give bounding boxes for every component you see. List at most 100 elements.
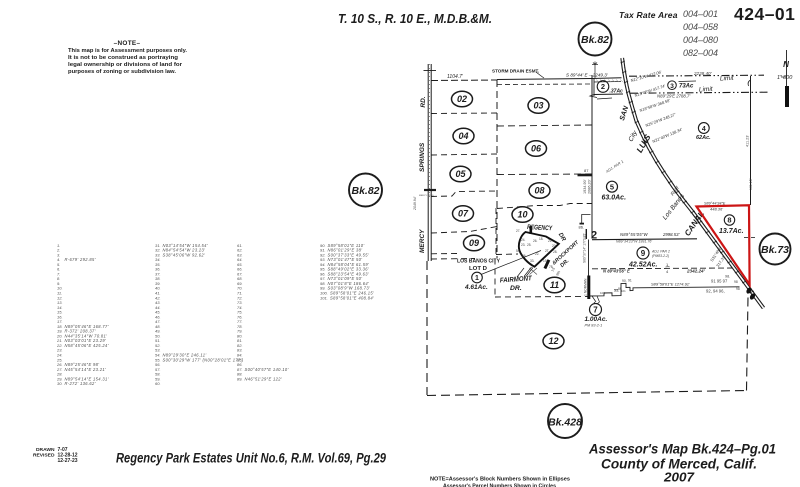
svg-text:70.: 70. [237, 286, 243, 291]
svg-text:7: 7 [593, 306, 598, 315]
svg-text:S89°58'01″E 110': S89°58'01″E 110' [328, 243, 365, 248]
svg-text:91.: 91. [320, 248, 326, 253]
svg-text:S38°45'06″W 92.62': S38°45'06″W 92.62' [163, 252, 206, 257]
svg-text:MERCY: MERCY [419, 229, 426, 253]
svg-text:33.: 33. [530, 259, 535, 263]
svg-text:39.: 39. [155, 281, 161, 286]
svg-text:23.: 23. [521, 243, 526, 247]
svg-text:N89°29'30″E 246.11': N89°29'30″E 246.11' [163, 353, 207, 358]
svg-text:DR: DR [557, 232, 567, 243]
svg-text:33.: 33. [155, 252, 161, 257]
svg-text:34.: 34. [155, 257, 161, 262]
svg-text:MERCY SPGS: MERCY SPGS [419, 195, 434, 197]
svg-text:78.: 78. [237, 324, 243, 329]
svg-text:65.: 65. [237, 262, 243, 267]
svg-text:N: N [783, 60, 789, 69]
svg-text:58.: 58. [155, 372, 161, 377]
svg-text:92, 94 96,: 92, 94 96, [706, 289, 725, 294]
svg-text:N46°51'29″E 122': N46°51'29″E 122' [245, 376, 283, 381]
svg-text:101.: 101. [320, 295, 328, 300]
svg-text:42.52Ac.: 42.52Ac. [628, 262, 657, 269]
svg-text:55.: 55. [614, 289, 619, 293]
svg-text:REVISED: REVISED [33, 453, 55, 459]
svg-text:98: 98 [734, 280, 738, 284]
svg-text:448.36': 448.36' [710, 207, 723, 212]
svg-text:4.61Ac.: 4.61Ac. [464, 284, 488, 291]
svg-text:S00°30'29″W 177' (N00°28'01″: S00°30'29″W 177' (N00°28'01″E 177') [163, 357, 244, 362]
svg-text:S00°37'33″E 49.55': S00°37'33″E 49.55' [328, 252, 369, 257]
svg-text:legal ownership or divisions o: legal ownership or divisions of land for [68, 62, 183, 68]
svg-text:11: 11 [550, 280, 559, 290]
svg-text:90.: 90. [320, 243, 326, 248]
svg-text:18.: 18. [539, 237, 544, 241]
svg-text:317.37': 317.37' [715, 254, 727, 268]
svg-text:424–01: 424–01 [734, 4, 795, 24]
svg-text:22.: 22. [535, 252, 540, 256]
svg-text:411.23': 411.23' [746, 135, 750, 147]
svg-text:27.: 27. [56, 367, 63, 372]
svg-text:44.: 44. [155, 305, 161, 310]
svg-text:46.: 46. [155, 314, 161, 319]
svg-text:48.: 48. [155, 324, 161, 329]
svg-text:81.: 81. [237, 338, 243, 343]
svg-text:63.0Ac.: 63.0Ac. [602, 195, 627, 202]
svg-text:73Ac: 73Ac [679, 84, 694, 90]
svg-text:3.: 3. [57, 252, 60, 257]
svg-text:15.: 15. [57, 310, 63, 315]
svg-text:63.: 63. [237, 252, 243, 257]
svg-text:45.: 45. [155, 310, 161, 315]
svg-text:7.: 7. [57, 271, 60, 276]
svg-text:1.00Ac.: 1.00Ac. [585, 316, 608, 323]
svg-text:25.: 25. [56, 357, 63, 362]
svg-text:6.: 6. [57, 267, 60, 272]
svg-text:4: 4 [666, 269, 669, 274]
svg-text:42.: 42. [155, 295, 161, 300]
svg-text:ADJ. PAR 2: ADJ. PAR 2 [651, 250, 670, 254]
svg-text:21.: 21. [548, 239, 553, 243]
svg-text:9th: 9th [555, 270, 561, 276]
svg-text:79.: 79. [237, 329, 243, 334]
svg-text:89.: 89. [618, 287, 623, 291]
svg-text:This map is for Assessment pu: This map is for Assessment purposes only… [68, 48, 187, 54]
svg-text:LOT D: LOT D [469, 266, 487, 272]
svg-text:60.: 60. [155, 381, 161, 386]
svg-text:17.: 17. [57, 319, 63, 324]
svg-text:2007: 2007 [663, 471, 695, 485]
svg-text:56.: 56. [522, 254, 527, 258]
svg-text:59.: 59. [155, 376, 161, 381]
svg-text:purposes of zoning or subdivis: purposes of zoning or subdivision law. [68, 69, 176, 75]
svg-text:28.: 28. [553, 250, 558, 254]
svg-text:R-272' 136.62': R-272' 136.62' [65, 381, 96, 386]
svg-text:R-679' 292.85': R-679' 292.85' [65, 257, 96, 262]
svg-text:SAN: SAN [619, 105, 631, 122]
svg-text:32.: 32. [155, 248, 161, 253]
svg-text:38.: 38. [155, 276, 161, 281]
svg-text:97.: 97. [320, 276, 326, 281]
svg-text:Relif: Relif [670, 185, 681, 197]
svg-text:43.: 43. [155, 300, 161, 305]
svg-text:27.: 27. [516, 229, 521, 233]
svg-text:1934.90': 1934.90' [583, 179, 587, 194]
svg-text:51.: 51. [155, 338, 161, 343]
svg-text:37.: 37. [155, 271, 161, 276]
svg-text:9: 9 [641, 249, 646, 258]
svg-text:2049.94': 2049.94' [413, 196, 417, 211]
svg-text:2.: 2. [56, 248, 60, 253]
svg-text:–NOTE–: –NOTE– [114, 40, 141, 47]
svg-text:49.: 49. [155, 329, 161, 334]
svg-text:S00°40'57″E 140.10': S00°40'57″E 140.10' [245, 367, 289, 372]
svg-text:62.: 62. [237, 248, 243, 253]
svg-text:10: 10 [517, 210, 527, 220]
svg-text:87: 87 [584, 168, 589, 173]
svg-text:7-07: 7-07 [58, 447, 68, 453]
svg-text:It is not to be construed as: It is not to be construed as portraying [68, 55, 179, 61]
svg-text:22.: 22. [56, 343, 63, 348]
svg-text:40.: 40. [155, 286, 161, 291]
svg-text:004–001: 004–001 [683, 9, 718, 19]
svg-text:12-27-23: 12-27-23 [58, 458, 78, 464]
svg-text:2998.53': 2998.53' [662, 232, 680, 237]
svg-text:101.15': 101.15' [749, 178, 753, 190]
svg-text:County of Merced, Calif.: County of Merced, Calif. [601, 457, 757, 472]
svg-text:1″ 800: 1″ 800 [777, 75, 793, 81]
svg-text:N89°25'46″E 98': N89°25'46″E 98' [65, 362, 100, 367]
